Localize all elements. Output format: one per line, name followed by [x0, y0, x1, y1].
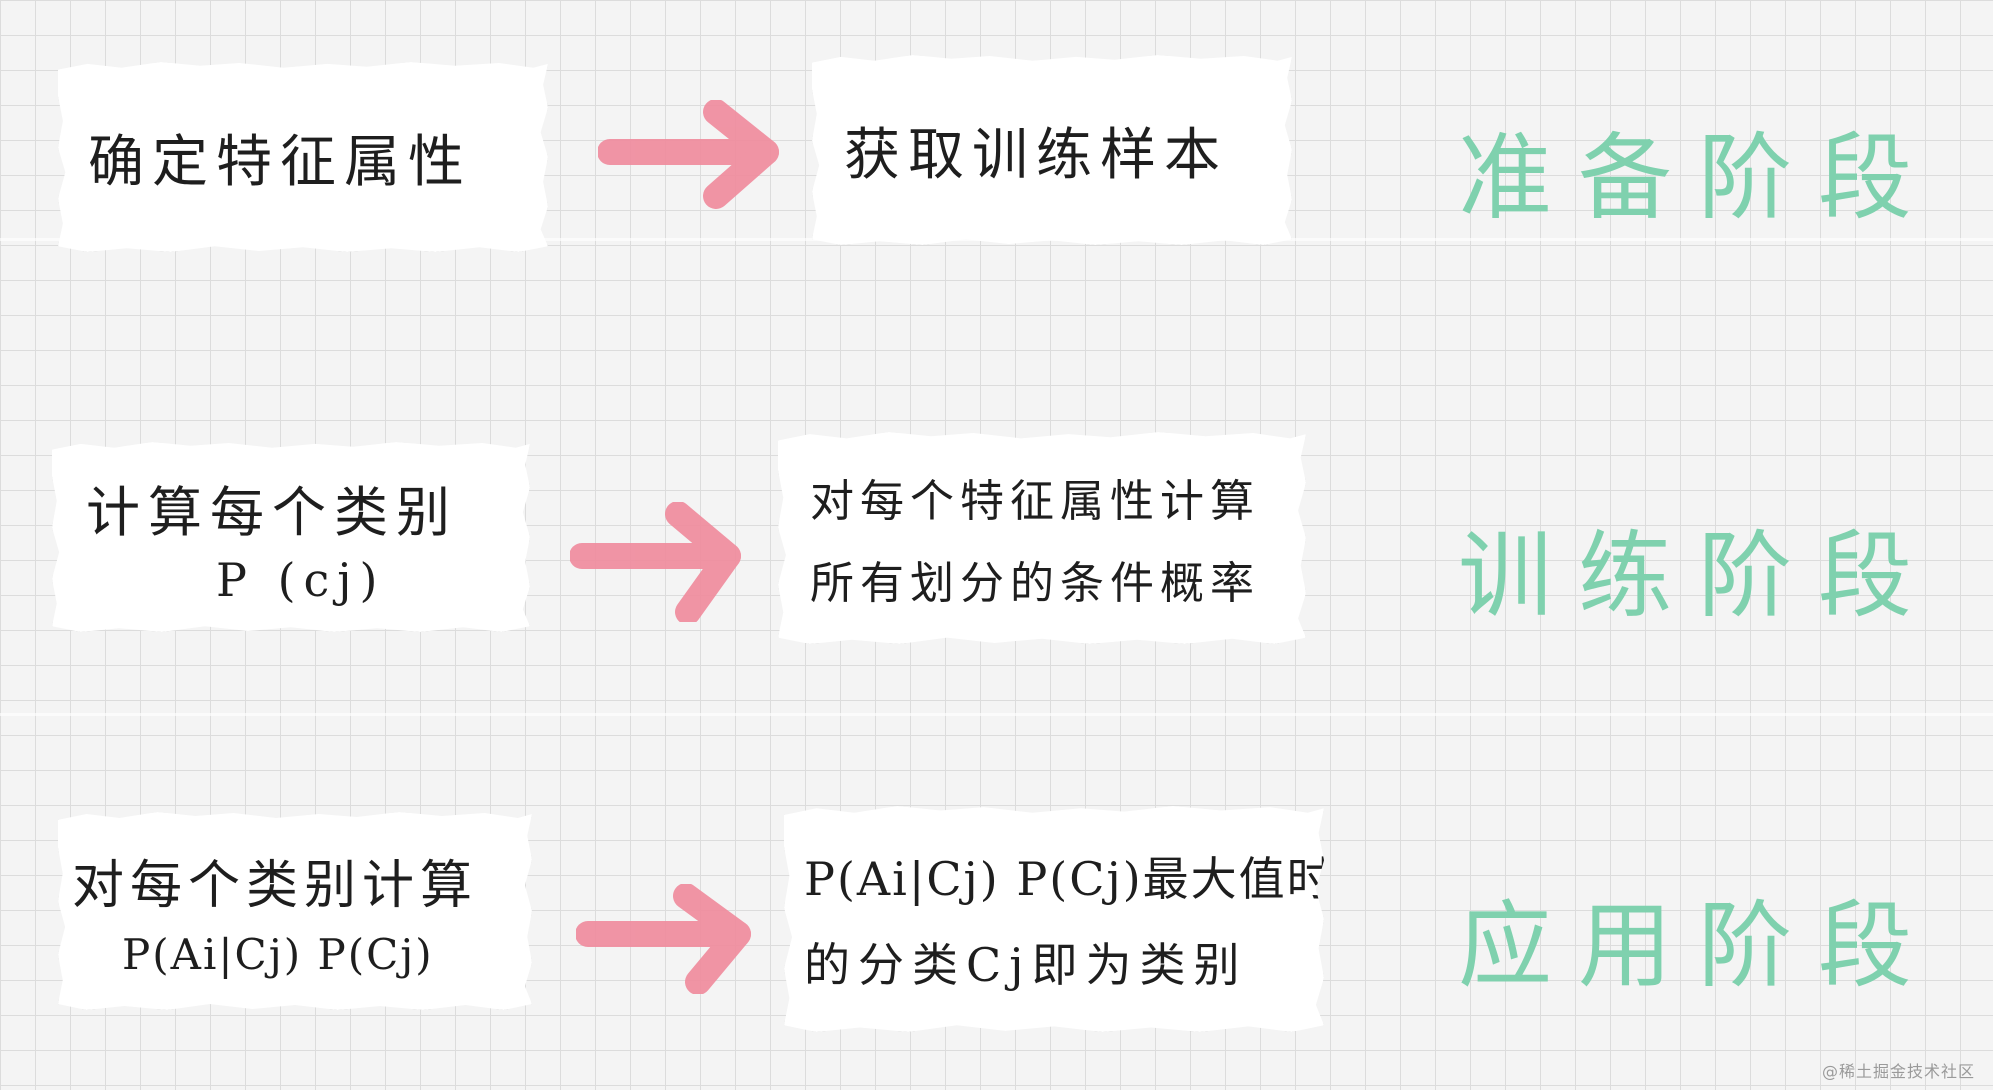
watermark: @稀土掘金技术社区	[1821, 1062, 1975, 1081]
note-text: 获取训练样本	[844, 122, 1228, 188]
note-get-training-samples: 获取训练样本	[812, 55, 1292, 245]
right-arrow-icon	[570, 502, 741, 622]
note-text-line1: 对每个类别计算	[72, 856, 479, 916]
stage-label-application: 应用阶段	[1458, 892, 1939, 1001]
note-compute-class-scores: 对每个类别计算 P(Ai|Cj) P(Cj)	[58, 812, 532, 1010]
note-compute-class-prior: 计算每个类别 P (cj)	[52, 442, 530, 632]
note-text-line2: 的分类Cj即为类别	[804, 938, 1248, 992]
stage-label-preparation: 准备阶段	[1458, 124, 1939, 233]
note-text-line2: P (cj)	[216, 552, 386, 607]
note-compute-conditional-probabilities: 对每个特征属性计算 所有划分的条件概率	[778, 432, 1306, 644]
note-define-feature-attributes: 确定特征属性	[58, 62, 548, 252]
note-text-line2: 所有划分的条件概率	[810, 558, 1260, 609]
right-arrow-icon	[576, 884, 751, 994]
note-select-max-class: P(Ai|Cj) P(Cj)最大值时 的分类Cj即为类别	[784, 806, 1324, 1032]
stage-label-training: 训练阶段	[1458, 522, 1939, 631]
note-text-line2: P(Ai|Cj) P(Cj)	[122, 930, 434, 979]
note-text: 确定特征属性	[88, 129, 472, 195]
row-divider-bottom	[0, 713, 1993, 716]
right-arrow-icon	[598, 100, 779, 209]
note-text-line1: 计算每个类别	[86, 480, 458, 544]
note-text-line1: 对每个特征属性计算	[810, 476, 1260, 527]
note-text-line1: P(Ai|Cj) P(Cj)最大值时	[804, 852, 1335, 906]
